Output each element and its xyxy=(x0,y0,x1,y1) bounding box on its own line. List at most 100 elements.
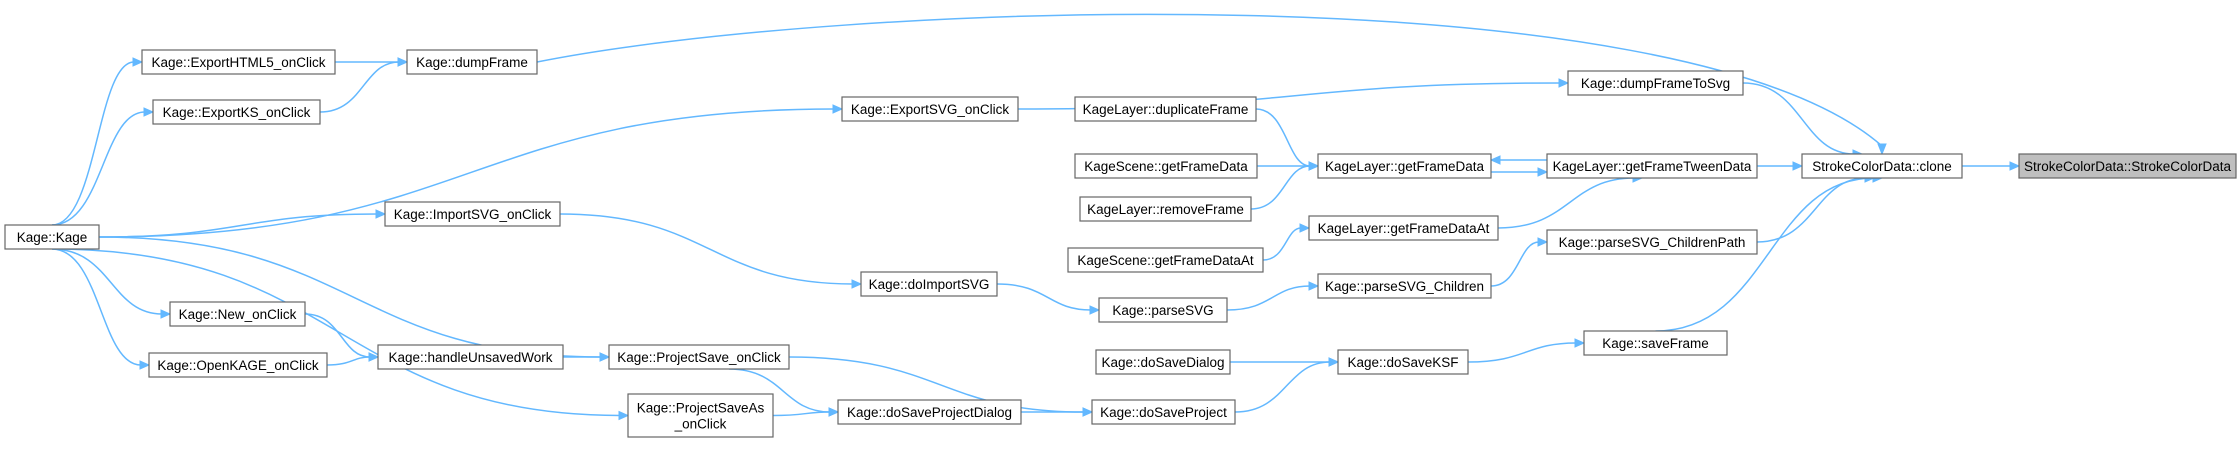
node-label: KageScene::getFrameData xyxy=(1084,159,1248,174)
node-label: Kage::dumpFrame xyxy=(416,55,528,70)
edge-dumpFrame-to-clone xyxy=(536,13,1883,147)
edge-Kage-to-OpenKAGE xyxy=(51,248,142,366)
node-label: KageScene::getFrameDataAt xyxy=(1077,253,1254,268)
node-root[interactable]: StrokeColorData::StrokeColorData xyxy=(2018,153,2237,179)
node-doImportSVG[interactable]: Kage::doImportSVG xyxy=(860,271,998,297)
node-box[interactable] xyxy=(148,352,328,378)
edge-dumpFrameToSvg-to-clone xyxy=(1742,82,1855,155)
node-parseSVG_ChildrenPath[interactable]: Kage::parseSVG_ChildrenPath xyxy=(1546,229,1758,255)
node-doSaveProject[interactable]: Kage::doSaveProject xyxy=(1091,399,1236,425)
node-label: Kage::parseSVG_Children xyxy=(1325,279,1484,294)
node-getFrameTweenData[interactable]: KageLayer::getFrameTweenData xyxy=(1546,153,1758,179)
node-box[interactable] xyxy=(1079,196,1252,222)
node-box[interactable] xyxy=(152,99,321,125)
node-removeFrame[interactable]: KageLayer::removeFrame xyxy=(1079,196,1252,222)
node-dumpFrameToSvg[interactable]: Kage::dumpFrameToSvg xyxy=(1567,70,1744,96)
node-box[interactable] xyxy=(1091,399,1236,425)
node-box[interactable] xyxy=(1317,273,1492,299)
node-label: _onClick xyxy=(674,417,727,432)
node-box[interactable] xyxy=(1074,153,1258,179)
edge-parseSVG_ChildrenPath-to-clone xyxy=(1756,177,1867,243)
node-getFrameDataAt[interactable]: KageLayer::getFrameDataAt xyxy=(1308,215,1499,241)
node-ExportKS[interactable]: Kage::ExportKS_onClick xyxy=(152,99,321,125)
node-box[interactable] xyxy=(1308,215,1499,241)
node-box[interactable] xyxy=(1801,153,1963,179)
node-box[interactable] xyxy=(1546,229,1758,255)
edge-doSaveKSF-to-saveFrame xyxy=(1467,342,1577,363)
edge-Kage-to-ExportHTML5 xyxy=(51,61,135,226)
node-dumpFrame[interactable]: Kage::dumpFrame xyxy=(406,49,538,75)
node-box[interactable] xyxy=(1074,96,1257,122)
node-label: KageLayer::getFrameDataAt xyxy=(1318,221,1490,236)
node-getFrameData[interactable]: KageLayer::getFrameData xyxy=(1317,153,1492,179)
node-box[interactable] xyxy=(1095,349,1231,375)
node-box[interactable] xyxy=(1067,247,1264,273)
edge-doSaveProject-to-doSaveKSF xyxy=(1234,361,1331,413)
node-box[interactable] xyxy=(1546,153,1758,179)
node-ImportSVG[interactable]: Kage::ImportSVG_onClick xyxy=(384,201,561,227)
node-box[interactable] xyxy=(608,344,790,370)
node-box[interactable] xyxy=(860,271,998,297)
arrowhead-getFrameData-to-getFrameTweenData xyxy=(1537,167,1549,177)
node-label: Kage::parseSVG_ChildrenPath xyxy=(1559,235,1746,250)
node-OpenKAGE[interactable]: Kage::OpenKAGE_onClick xyxy=(148,352,328,378)
node-box[interactable] xyxy=(1567,70,1744,96)
node-box[interactable] xyxy=(169,301,306,327)
node-parseSVG[interactable]: Kage::parseSVG xyxy=(1098,297,1228,323)
arrowhead-Kage-to-New xyxy=(160,309,172,319)
node-box[interactable] xyxy=(1337,349,1469,375)
node-sceneGetFrameDataAt[interactable]: KageScene::getFrameDataAt xyxy=(1067,247,1264,273)
node-box[interactable] xyxy=(841,96,1019,122)
node-doSaveDialog[interactable]: Kage::doSaveDialog xyxy=(1095,349,1231,375)
edge-parseSVG-to-parseSVG_Children xyxy=(1226,285,1311,311)
node-label: Kage::ExportHTML5_onClick xyxy=(151,55,325,70)
node-label: KageLayer::duplicateFrame xyxy=(1083,102,1249,117)
node-box[interactable] xyxy=(1098,297,1228,323)
node-box[interactable] xyxy=(1583,330,1728,356)
node-label: KageLayer::getFrameTweenData xyxy=(1553,159,1752,174)
edge-Kage-to-ExportKS xyxy=(51,111,146,226)
node-box[interactable] xyxy=(141,49,336,75)
node-handleUnsavedWork[interactable]: Kage::handleUnsavedWork xyxy=(377,344,564,370)
node-box[interactable] xyxy=(2018,153,2237,179)
edge-parseSVG_Children-to-parseSVG_ChildrenPath xyxy=(1490,241,1540,287)
node-parseSVG_Children[interactable]: Kage::parseSVG_Children xyxy=(1317,273,1492,299)
node-box[interactable] xyxy=(627,393,774,438)
node-ProjectSave[interactable]: Kage::ProjectSave_onClick xyxy=(608,344,790,370)
arrowhead-sceneGetFrameDataAt-to-getFrameDataAt xyxy=(1299,223,1311,233)
node-box[interactable] xyxy=(406,49,538,75)
edge-removeFrame-to-getFrameData xyxy=(1250,165,1311,210)
node-label: Kage::doImportSVG xyxy=(869,277,990,292)
node-box[interactable] xyxy=(4,224,100,250)
node-ExportSVG[interactable]: Kage::ExportSVG_onClick xyxy=(841,96,1019,122)
node-ProjectSaveAs[interactable]: Kage::ProjectSaveAs_onClick xyxy=(627,393,774,438)
node-box[interactable] xyxy=(384,201,561,227)
node-sceneGetFrameData[interactable]: KageScene::getFrameData xyxy=(1074,153,1258,179)
node-duplicateFrame[interactable]: KageLayer::duplicateFrame xyxy=(1074,96,1257,122)
nodes-layer: StrokeColorData::StrokeColorData StrokeCo… xyxy=(4,49,2237,438)
node-ExportHTML5[interactable]: Kage::ExportHTML5_onClick xyxy=(141,49,336,75)
node-Kage[interactable]: Kage::Kage xyxy=(4,224,100,250)
node-label: StrokeColorData::clone xyxy=(1812,159,1952,174)
arrowhead-doSaveProject-to-doSaveKSF xyxy=(1328,357,1340,367)
node-box[interactable] xyxy=(377,344,564,370)
node-doSaveKSF[interactable]: Kage::doSaveKSF xyxy=(1337,349,1469,375)
node-label: Kage::doSaveProjectDialog xyxy=(847,405,1012,420)
node-clone[interactable]: StrokeColorData::clone xyxy=(1801,153,1963,179)
node-box[interactable] xyxy=(837,399,1022,425)
arrowhead-getFrameTweenData-to-getFrameData xyxy=(1489,155,1501,165)
edge-Kage-to-ProjectSaveAs xyxy=(51,248,621,417)
node-box[interactable] xyxy=(1317,153,1492,179)
arrowhead-doSaveKSF-to-saveFrame xyxy=(1574,338,1586,348)
node-saveFrame[interactable]: Kage::saveFrame xyxy=(1583,330,1728,356)
node-doSaveProjectDialog[interactable]: Kage::doSaveProjectDialog xyxy=(837,399,1022,425)
node-New[interactable]: Kage::New_onClick xyxy=(169,301,306,327)
arrowhead-Kage-to-OpenKAGE xyxy=(139,360,151,370)
arrowhead-Kage-to-ExportKS xyxy=(143,107,155,117)
arrowhead-ExportKS-to-dumpFrame xyxy=(397,57,409,67)
edge-ExportKS-to-dumpFrame xyxy=(319,61,400,113)
node-label: Kage::OpenKAGE_onClick xyxy=(157,358,319,373)
node-label: Kage::parseSVG xyxy=(1112,303,1213,318)
edge-OpenKAGE-to-handleUnsavedWork xyxy=(326,356,371,366)
